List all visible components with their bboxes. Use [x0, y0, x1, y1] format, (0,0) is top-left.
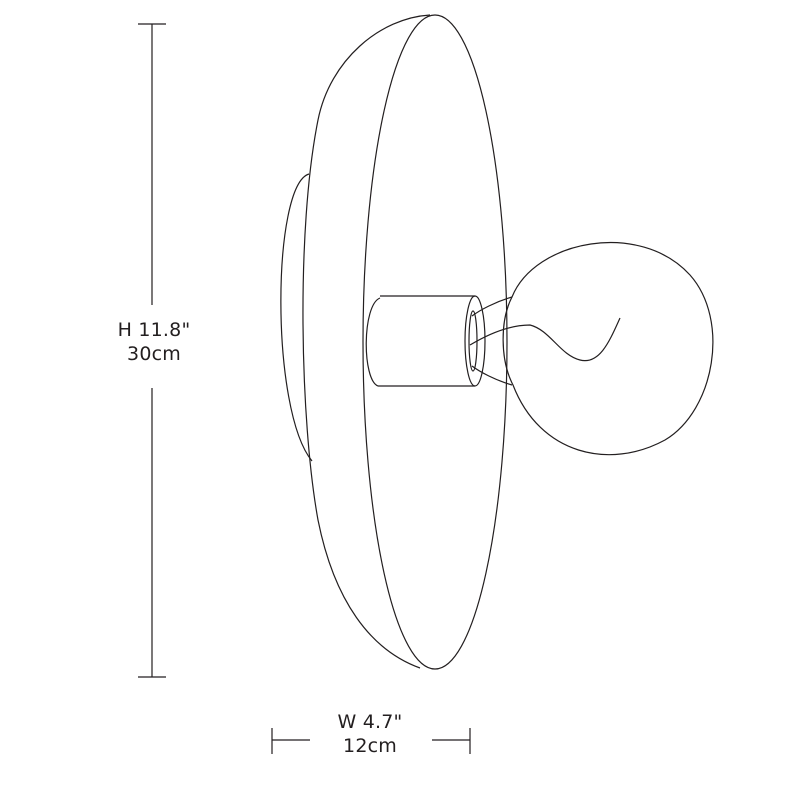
bulb	[502, 242, 714, 456]
height-dimension-line	[138, 23, 166, 678]
width-label: W 4.7" 12cm	[310, 710, 430, 758]
disc-shade-back	[302, 14, 431, 669]
width-imperial: W 4.7"	[337, 711, 403, 733]
height-metric: 30cm	[127, 343, 181, 365]
filament	[469, 317, 621, 362]
width-dimension-line	[271, 728, 471, 754]
wall-mount	[280, 173, 313, 462]
bulb-neck	[471, 296, 513, 386]
width-metric: 12cm	[343, 735, 397, 757]
height-label: H 11.8" 30cm	[100, 318, 208, 366]
height-imperial: H 11.8"	[117, 319, 191, 341]
socket	[365, 295, 486, 387]
disc-shade-front	[362, 14, 508, 670]
